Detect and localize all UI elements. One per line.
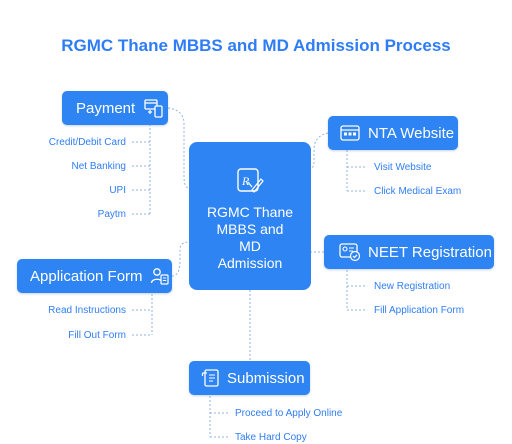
svg-text:R: R (241, 174, 250, 188)
payment-item: Net Banking (71, 161, 126, 172)
web-browser-icon (340, 124, 360, 142)
diagram-title: RGMC Thane MBBS and MD Admission Process (61, 36, 451, 55)
neet-item: New Registration (374, 281, 451, 292)
nta-website-label: NTA Website (368, 124, 455, 142)
application-form-node: Application Form (17, 259, 172, 293)
payment-item: Paytm (97, 209, 126, 220)
nta-item: Visit Website (374, 162, 432, 173)
application-form-label: Application Form (30, 267, 143, 285)
application-item: Fill Out Form (68, 330, 126, 341)
center-label: RGMC Thane MBBS and MD Admission (206, 204, 294, 271)
nta-website-node: NTA Website (328, 116, 458, 150)
neet-registration-label: NEET Registration (368, 243, 492, 261)
submission-item: Proceed to Apply Online (235, 408, 343, 419)
document-list-icon (201, 368, 221, 388)
neet-item: Fill Application Form (374, 305, 465, 316)
prescription-icon: R (235, 166, 265, 196)
submission-item: Take Hard Copy (235, 432, 307, 443)
submission-label: Submission (227, 369, 305, 387)
neet-registration-node: NEET Registration (324, 235, 494, 269)
payment-item: Credit/Debit Card (48, 137, 126, 148)
payment-node: Payment (62, 91, 168, 125)
id-card-check-icon (339, 242, 361, 262)
payment-item: UPI (109, 185, 126, 196)
submission-node: Submission (189, 361, 310, 395)
center-node: R RGMC Thane MBBS and MD Admission (189, 142, 311, 290)
user-form-icon (150, 266, 170, 286)
payment-label: Payment (76, 99, 136, 117)
payment-device-icon (143, 97, 165, 119)
nta-item: Click Medical Exam (374, 186, 462, 197)
application-item: Read Instructions (48, 305, 126, 316)
